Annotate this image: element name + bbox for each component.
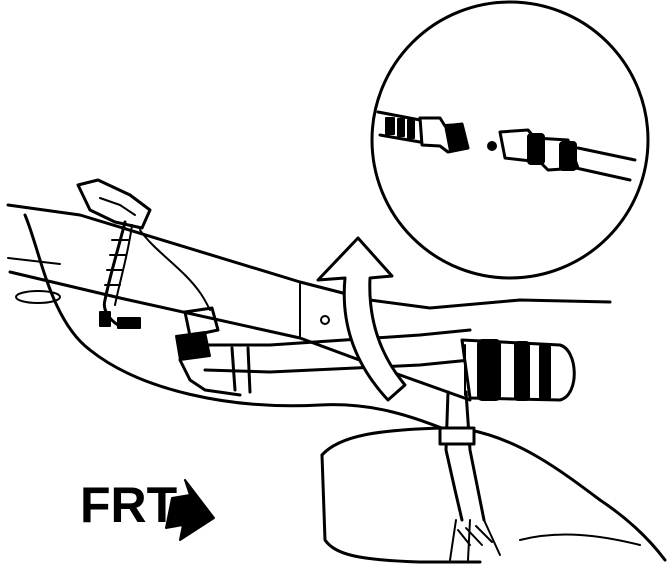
fuel-line-clip (175, 306, 472, 397)
curved-arrow-icon (316, 236, 407, 402)
front-direction-indicator: FRT (80, 477, 215, 541)
direction-arrow-icon (165, 479, 215, 541)
fuel-tank (320, 426, 667, 564)
detail-magnifier-circle (370, 0, 650, 280)
fuel-feed-tube (438, 390, 501, 561)
fuel-filter (460, 338, 576, 402)
frt-label: FRT (80, 477, 177, 533)
wire-harness-clip (76, 178, 211, 329)
